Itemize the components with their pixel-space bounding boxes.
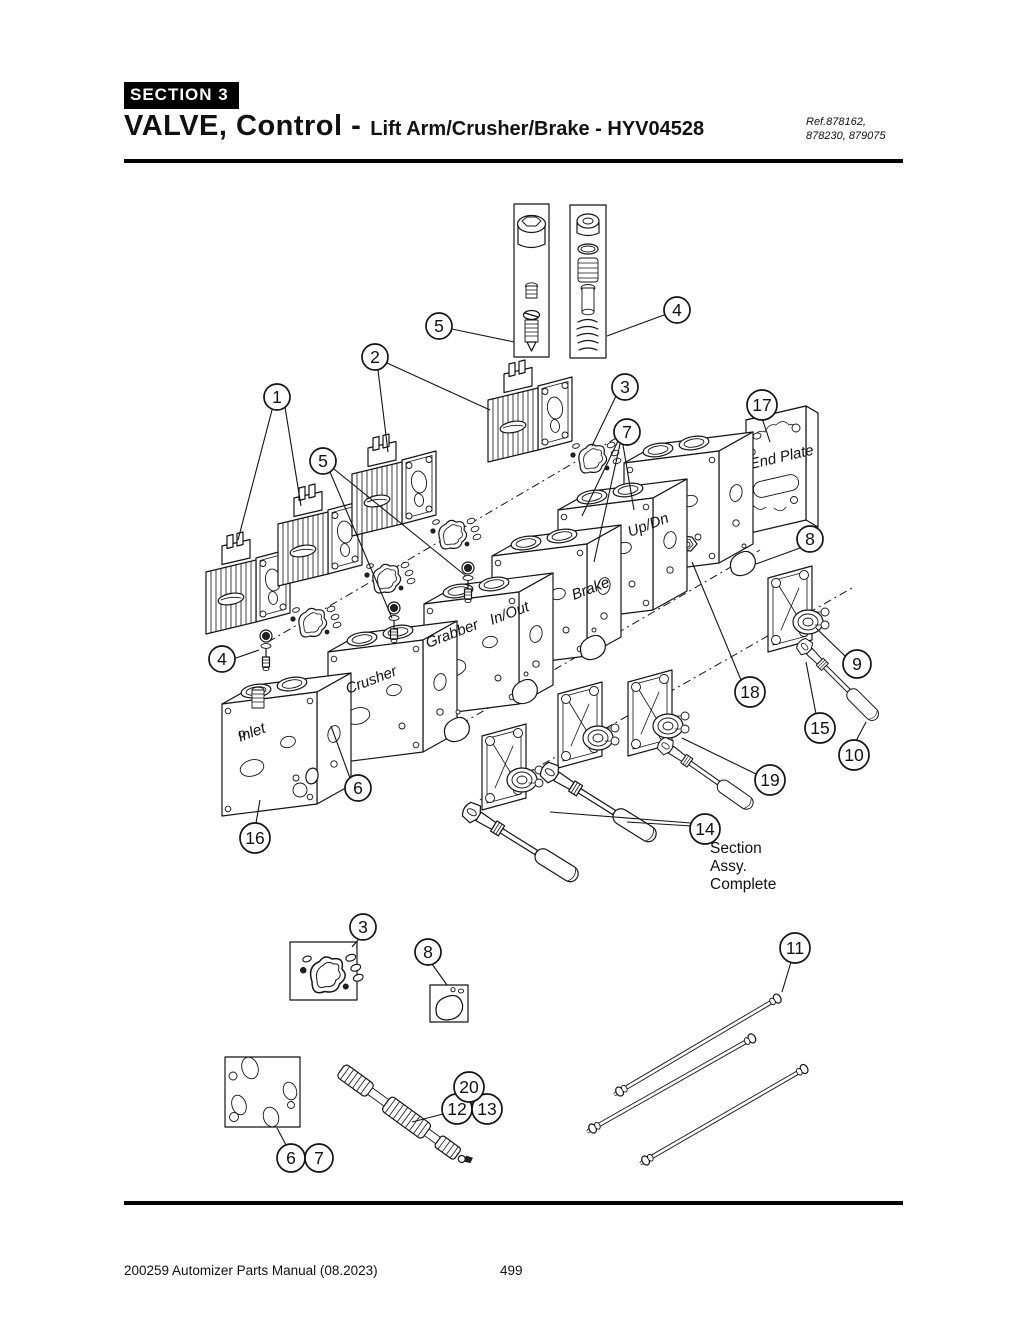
cartridge-kit-box-4 — [569, 204, 607, 359]
callout-17: 17 — [746, 389, 778, 421]
svg-text:9: 9 — [852, 654, 862, 674]
end-plate — [745, 405, 819, 535]
svg-text:Assy.: Assy. — [710, 858, 747, 875]
callout-2: 2 — [361, 343, 389, 371]
solenoid-valve-1 — [205, 531, 291, 635]
callout-4b: 4 — [208, 645, 236, 673]
svg-text:20: 20 — [459, 1077, 479, 1097]
svg-text:2: 2 — [370, 347, 380, 367]
lever-assembly-1 — [767, 565, 883, 725]
callout-6: 6 — [344, 774, 372, 802]
note-section-assy: Section Assy. Complete — [710, 840, 776, 893]
callout-6b: 6 — [276, 1143, 306, 1173]
svg-text:19: 19 — [760, 770, 779, 790]
callout-10: 10 — [838, 739, 870, 771]
svg-text:12: 12 — [447, 1099, 466, 1119]
svg-text:7: 7 — [622, 422, 632, 442]
svg-text:13: 13 — [477, 1099, 496, 1119]
svg-text:10: 10 — [844, 745, 864, 765]
callout-5b: 5 — [309, 447, 337, 475]
title-main: VALVE, Control - — [124, 110, 362, 142]
callout-9: 9 — [842, 649, 872, 679]
seal-box-8 — [429, 984, 469, 1023]
seal-kit-box — [289, 941, 365, 1001]
svg-text:15: 15 — [810, 718, 829, 738]
svg-text:8: 8 — [423, 942, 433, 962]
tie-rod-2 — [584, 1031, 758, 1137]
section-chip: SECTION 3 — [124, 82, 239, 109]
seal-kit-cluster — [364, 560, 417, 594]
callout-3b: 3 — [349, 913, 377, 941]
seal-kit-cluster — [290, 604, 343, 638]
assembly-axis-line — [429, 549, 761, 743]
svg-text:3: 3 — [620, 377, 630, 397]
svg-text:7: 7 — [314, 1148, 324, 1168]
valve-block-inlet — [221, 672, 352, 817]
seal-kit-cluster — [570, 440, 623, 474]
svg-text:Section: Section — [710, 840, 762, 857]
svg-text:4: 4 — [672, 300, 682, 320]
callout-8b: 8 — [414, 938, 442, 966]
callout-19: 19 — [754, 764, 786, 796]
svg-text:14: 14 — [695, 819, 715, 839]
svg-text:16: 16 — [245, 828, 264, 848]
svg-text:1: 1 — [272, 387, 282, 407]
svg-text:5: 5 — [318, 451, 328, 471]
callout-14: 14 — [689, 813, 721, 845]
svg-text:4: 4 — [217, 649, 227, 669]
callout-3: 3 — [611, 373, 639, 401]
svg-text:11: 11 — [786, 938, 804, 958]
tie-rod-1 — [611, 992, 784, 1100]
footer-page-number: 499 — [500, 1263, 523, 1278]
spring-spool-assembly — [337, 1064, 473, 1164]
callout-8: 8 — [796, 525, 824, 553]
callout-7: 7 — [613, 418, 641, 446]
solenoid-valve-4 — [487, 359, 573, 463]
ref-line-1: Ref.878162, — [806, 116, 866, 128]
callout-15: 15 — [804, 712, 836, 744]
check-valve-plug — [259, 629, 273, 672]
callout-16: 16 — [239, 822, 271, 854]
svg-text:Complete: Complete — [710, 876, 776, 893]
svg-text:17: 17 — [752, 395, 771, 415]
leader-lines — [235, 314, 867, 1146]
svg-text:3: 3 — [358, 917, 368, 937]
cartridge-kit-box-5 — [513, 203, 550, 358]
header-rule — [124, 159, 903, 163]
gasket-plate-box — [224, 1056, 301, 1128]
callout-13: 13 — [471, 1093, 503, 1125]
footer-rule — [124, 1201, 903, 1205]
svg-text:6: 6 — [353, 778, 363, 798]
title-subtitle: Lift Arm/Crusher/Brake - HYV04528 — [370, 118, 705, 140]
callout-7b: 7 — [304, 1143, 334, 1173]
callout-11: 11 — [779, 932, 811, 964]
page-title: VALVE, Control - Lift Arm/Crusher/Brake … — [124, 110, 784, 143]
callout-18: 18 — [734, 676, 766, 708]
svg-text:18: 18 — [740, 682, 759, 702]
solenoid-valve-3 — [351, 433, 437, 537]
seal-kit-cluster — [430, 516, 483, 550]
callout-5: 5 — [425, 312, 453, 340]
callout-20: 20 — [453, 1071, 485, 1103]
solenoid-valve-2 — [277, 483, 363, 587]
svg-text:6: 6 — [286, 1148, 296, 1168]
callout-4: 4 — [663, 296, 691, 324]
tie-rod-3 — [637, 1062, 811, 1169]
ref-line-2: 878230, 879075 — [806, 130, 886, 143]
svg-text:8: 8 — [805, 529, 815, 549]
callout-1: 1 — [263, 383, 291, 411]
ref-numbers: Ref.878162, 878230, 879075 — [806, 115, 886, 144]
svg-text:5: 5 — [434, 316, 444, 336]
footer-manual-name: 200259 Automizer Parts Manual (08.2023) — [124, 1263, 378, 1278]
